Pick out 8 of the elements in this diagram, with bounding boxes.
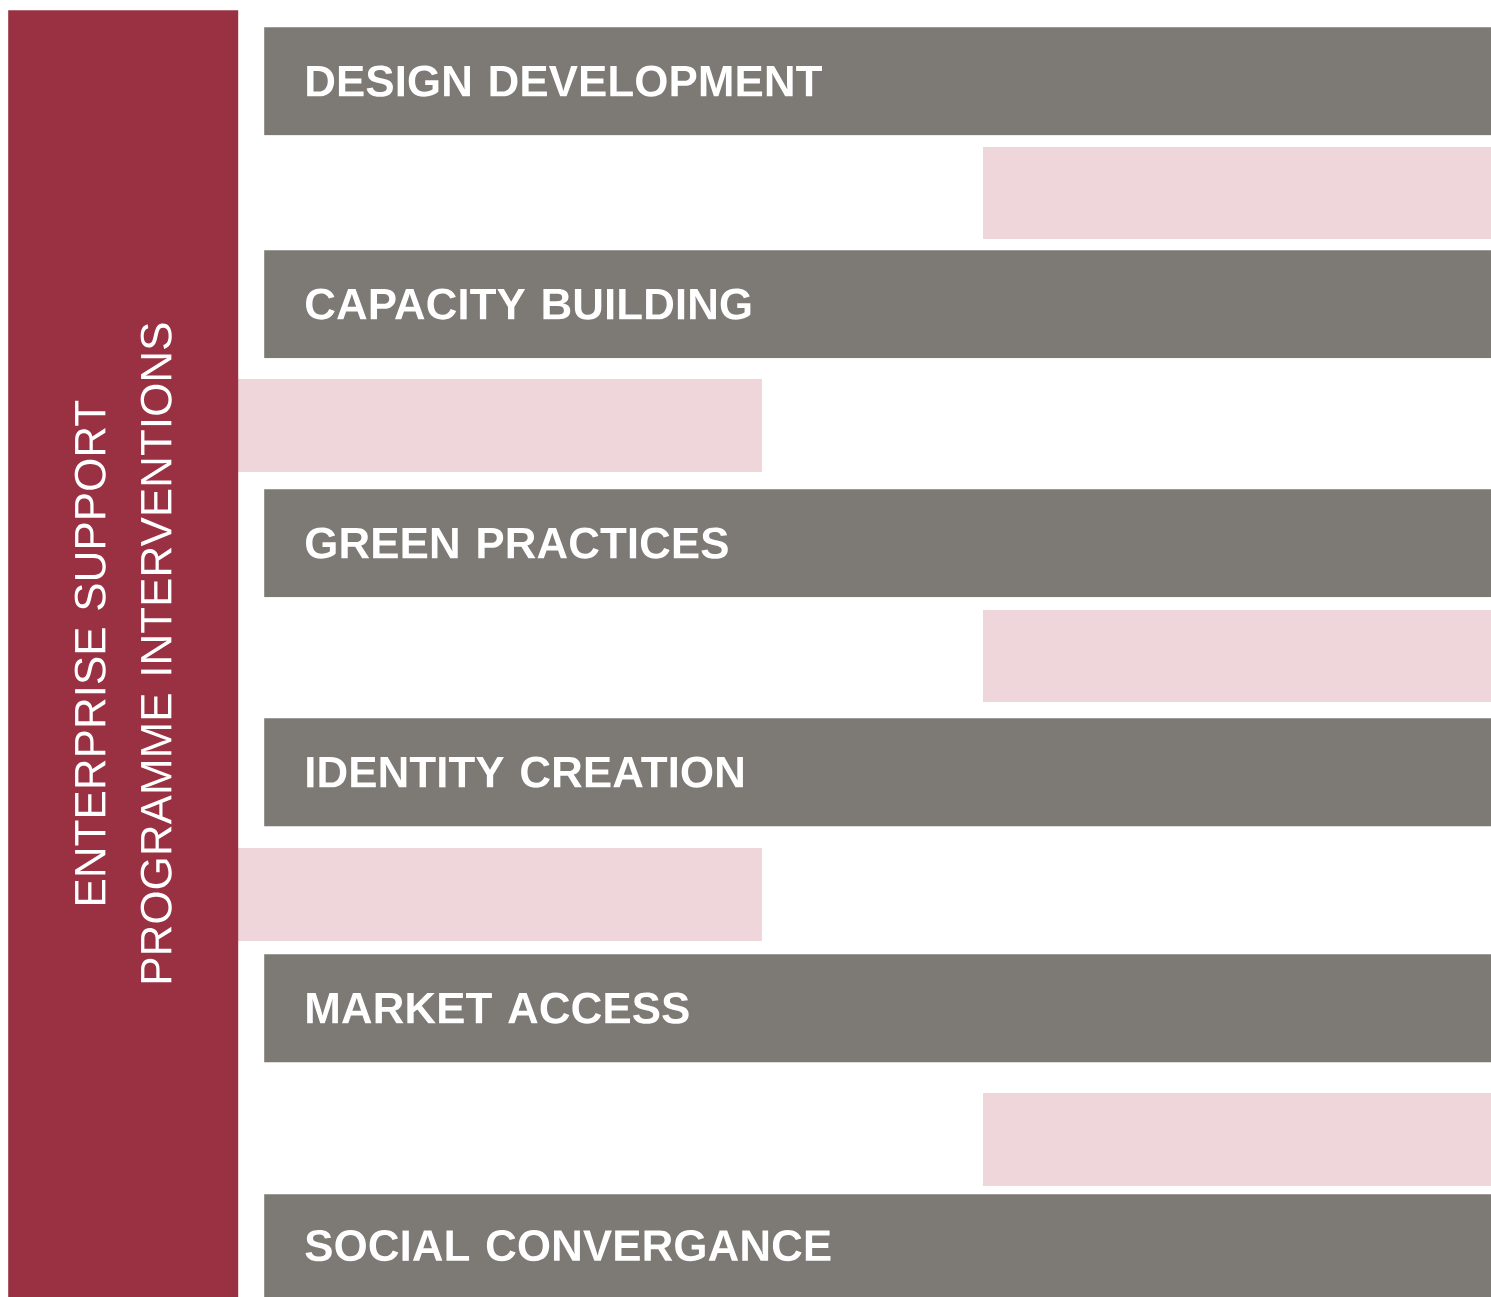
category-bar: SOCIAL CONVERGANCE	[264, 1194, 1491, 1297]
node-label: ENTERPRISE SUPPORT PROGRAMME INTERVENTIONS	[74, 323, 172, 983]
category-bar: GREEN PRACTICES	[264, 489, 1491, 598]
side-band	[8, 10, 239, 1297]
category-bar: MARKET ACCESS	[264, 954, 1491, 1063]
category-bar: IDENTITY CREATION	[264, 718, 1491, 827]
category-bar: DESIGN DEVELOPMENT	[264, 27, 1491, 136]
category-bar: CAPACITY BUILDING	[264, 250, 1491, 359]
